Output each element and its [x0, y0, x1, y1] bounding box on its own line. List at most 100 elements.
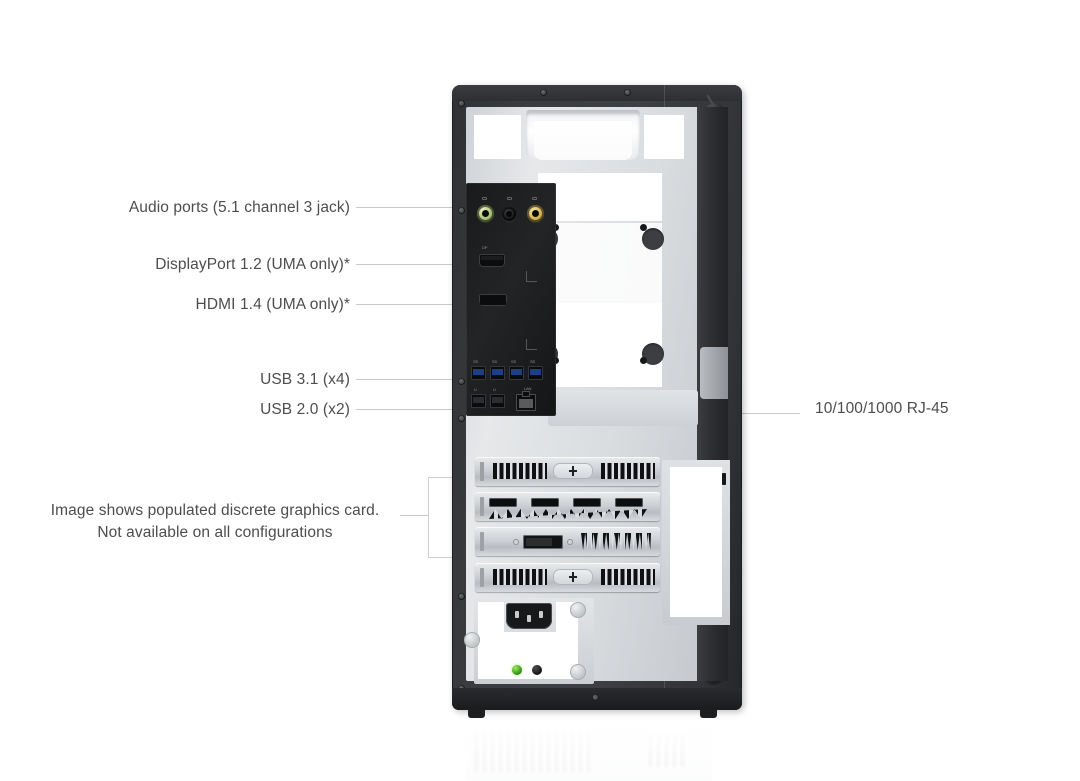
chassis-screw: [458, 593, 465, 600]
slot-cross-screw[interactable]: [553, 569, 593, 585]
graphics-card-displayport-output[interactable]: [489, 498, 517, 507]
vent-grid-cpu-bottom-row: [538, 371, 662, 387]
usb-3-1-port[interactable]: [528, 366, 543, 380]
vent-grid-side-riser: [670, 467, 722, 617]
io-shield-panel: DP SS SS SS SS U U LAN: [466, 183, 556, 416]
ethernet-rj45-port[interactable]: [516, 391, 536, 411]
chassis-screw: [458, 100, 465, 107]
audio-line-out-icon: [480, 195, 489, 202]
psu-thumbscrew[interactable]: [570, 664, 586, 680]
audio-jack-line-in[interactable]: [527, 205, 544, 222]
vent-grid-top-right: [644, 115, 684, 159]
chassis-handle-recess: [526, 112, 640, 160]
slot-vent-grid: [493, 569, 547, 585]
callout-label-usb-31: USB 3.1 (x4): [24, 370, 350, 391]
usb-3-1-port[interactable]: [509, 366, 524, 380]
psu-thumbscrew[interactable]: [570, 602, 586, 618]
vent-grid-cpu-mid: [538, 223, 662, 303]
power-supply-unit: [464, 598, 594, 684]
kensington-lock-slot: [722, 473, 726, 485]
audio-jack-line-out[interactable]: [477, 205, 494, 222]
expansion-slot-graphics-card-dvi[interactable]: [475, 527, 660, 556]
fan-mount-hole: [642, 343, 664, 365]
slot-vent-grid: [601, 463, 655, 479]
expansion-slot-blank-filler[interactable]: [475, 457, 660, 486]
leader-line-usb-31: [356, 379, 473, 380]
graphics-card-displayport-output[interactable]: [531, 498, 559, 507]
vent-grid-cpu-lower: [538, 303, 662, 377]
power-connector-iec-c14[interactable]: [506, 603, 552, 629]
slot-retention-tab: [480, 462, 484, 481]
power-pin: [527, 615, 531, 622]
usb-superspeed-icon: SS: [473, 359, 478, 364]
leader-line-graphics-note: [400, 515, 428, 516]
callout-label-graphics-note: Image shows populated discrete graphics …: [40, 500, 390, 545]
io-shield-corner-guide: [526, 339, 537, 350]
leader-line-hdmi: [356, 304, 482, 305]
callout-label-hdmi: HDMI 1.4 (UMA only)*: [24, 295, 350, 316]
callout-label-usb-20: USB 2.0 (x2): [24, 400, 350, 421]
expansion-slot-blank-filler[interactable]: [475, 563, 660, 592]
usb-superspeed-icon: SS: [530, 359, 535, 364]
graphics-card-displayport-output[interactable]: [573, 498, 601, 507]
callout-text-audio-ports: Audio ports (5.1 channel 3 jack): [128, 199, 350, 216]
usb-3-1-port[interactable]: [471, 366, 486, 380]
callout-text-graphics-note: Image shows populated discrete graphics …: [50, 502, 380, 542]
usb-superspeed-icon: SS: [511, 359, 516, 364]
power-pin: [539, 611, 543, 618]
callout-text-usb-20: USB 2.0 (x2): [260, 401, 350, 418]
chassis-top-bar: [452, 85, 742, 101]
vent-grid-cpu-upper: [538, 173, 662, 221]
audio-mic-in-icon: [505, 195, 514, 202]
leader-line-audio-ports: [356, 207, 469, 208]
psu-self-test-button[interactable]: [532, 665, 542, 675]
fan-mount-dot: [640, 224, 647, 231]
callout-text-usb-31: USB 3.1 (x4): [260, 371, 350, 388]
chassis-side-latch[interactable]: [700, 347, 728, 399]
callout-text-displayport: DisplayPort 1.2 (UMA only)*: [155, 256, 350, 273]
fan-mount-dot: [640, 357, 647, 364]
dvi-thumbscrew[interactable]: [513, 539, 519, 545]
displayport-icon: DP: [482, 245, 488, 250]
callout-label-rj45: 10/100/1000 RJ-45: [815, 399, 949, 420]
callout-bracket-graphics-note: [428, 477, 465, 558]
leader-line-displayport: [356, 264, 482, 265]
fan-mount-hole: [642, 228, 664, 250]
chassis-screw: [540, 89, 547, 96]
chassis-screw: [458, 415, 465, 422]
callout-text-hdmi: HDMI 1.4 (UMA only)*: [195, 296, 350, 313]
dvi-connector[interactable]: [523, 535, 563, 549]
slot-vent-grid: [601, 569, 655, 585]
usb-2-0-port[interactable]: [490, 394, 505, 408]
displayport-connector[interactable]: [479, 254, 505, 267]
audio-jack-mic-in[interactable]: [502, 207, 516, 221]
leader-line-usb-20: [356, 409, 473, 410]
hdmi-connector[interactable]: [479, 294, 507, 306]
usb-3-1-port[interactable]: [490, 366, 505, 380]
power-pin: [515, 611, 519, 618]
chassis-screw: [592, 694, 599, 701]
usb-icon: U: [493, 387, 496, 392]
usb-icon: U: [474, 387, 477, 392]
expansion-slot-graphics-card-displayport[interactable]: [475, 492, 660, 521]
graphics-card-displayport-output[interactable]: [615, 498, 643, 507]
reflection-vent: [648, 733, 688, 767]
chassis-foot: [700, 709, 717, 718]
io-shield-corner-guide: [526, 271, 537, 282]
psu-thumbscrew[interactable]: [464, 632, 480, 648]
graphics-card-vent-slots: [489, 509, 647, 519]
usb-2-0-port[interactable]: [471, 394, 486, 408]
usb-superspeed-icon: SS: [492, 359, 497, 364]
slot-vent-grid: [493, 463, 547, 479]
callout-text-rj45: 10/100/1000 RJ-45: [815, 400, 949, 417]
chassis-screw: [624, 89, 631, 96]
callout-label-displayport: DisplayPort 1.2 (UMA only)*: [24, 255, 350, 276]
chassis-screw: [458, 207, 465, 214]
dvi-thumbscrew[interactable]: [567, 539, 573, 545]
slot-retention-tab: [480, 568, 484, 587]
vent-grid-psu-left: [478, 602, 504, 679]
graphics-card-honeycomb-vent: [581, 533, 651, 550]
slot-cross-screw[interactable]: [553, 463, 593, 479]
vent-grid-top-left: [474, 115, 521, 159]
